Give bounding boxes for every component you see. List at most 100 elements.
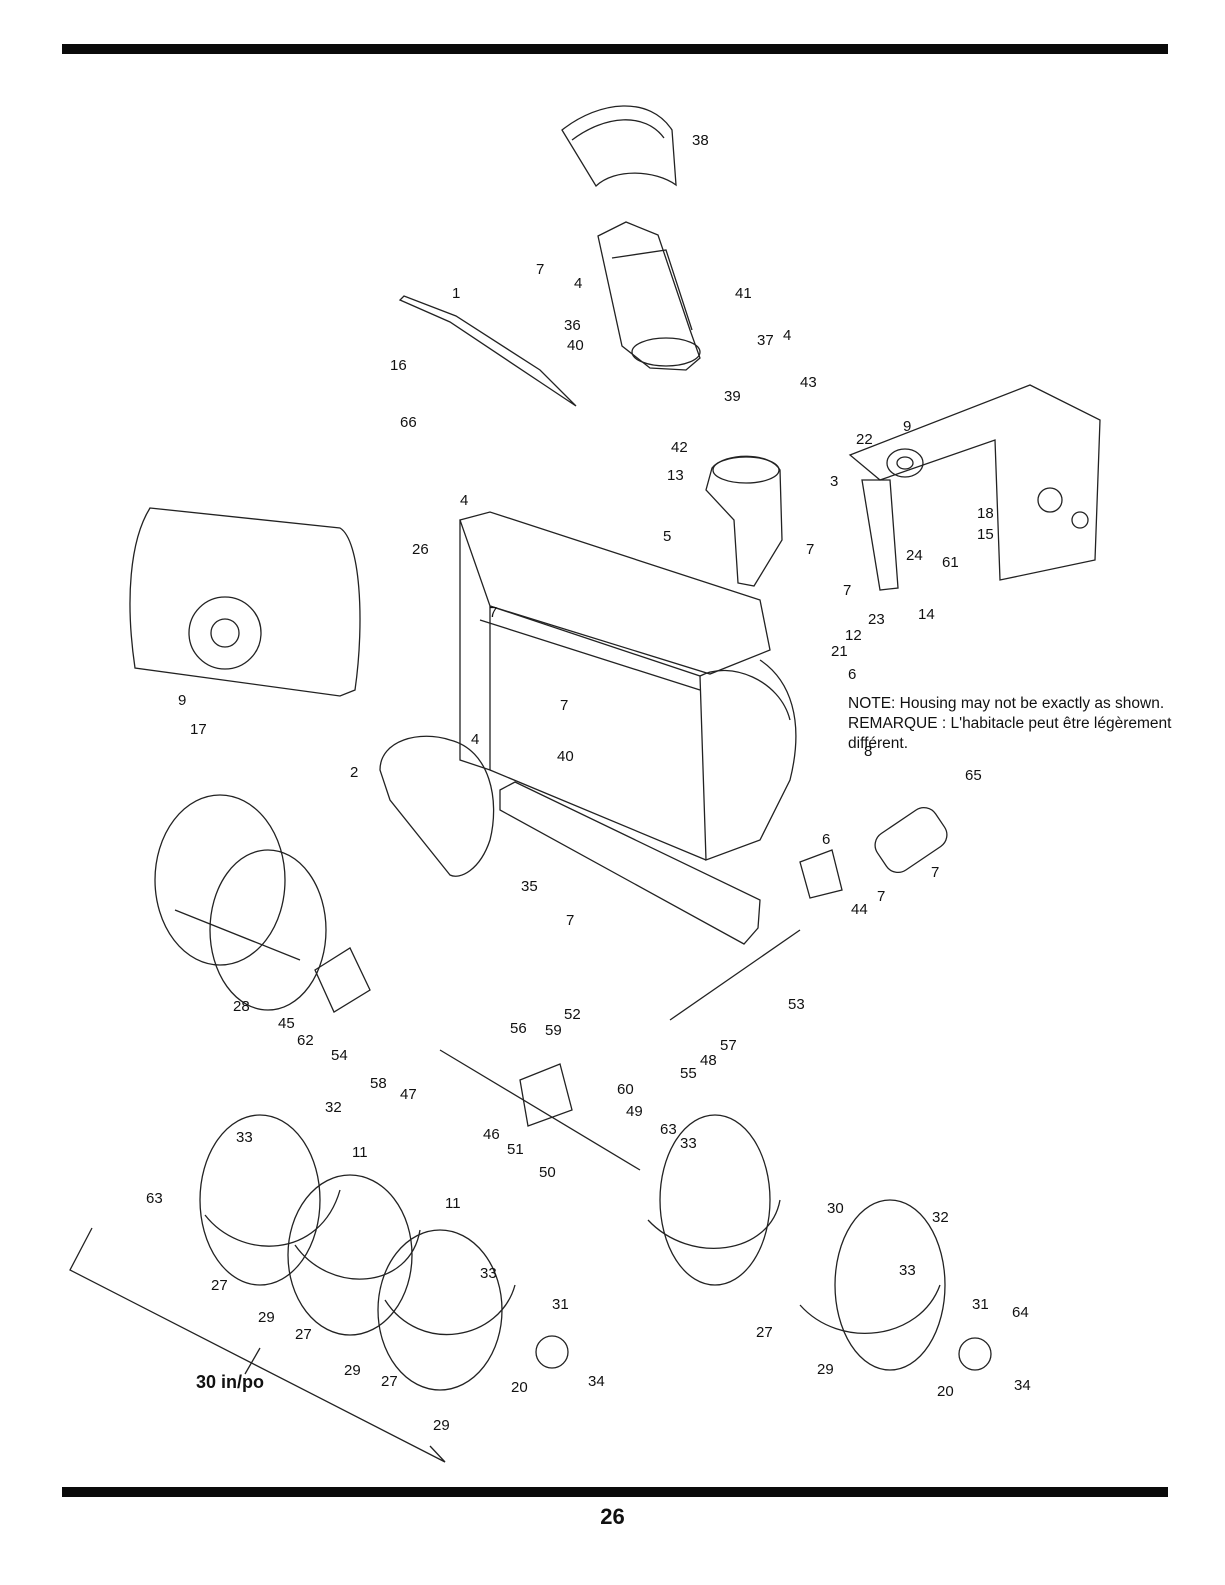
callout-24: 24 bbox=[906, 547, 923, 564]
callout-65: 65 bbox=[965, 767, 982, 784]
callout-23: 23 bbox=[868, 611, 885, 628]
callout-61: 61 bbox=[942, 554, 959, 571]
shave-plate bbox=[499, 781, 761, 945]
callout-33: 33 bbox=[236, 1129, 253, 1146]
callout-14: 14 bbox=[918, 606, 935, 623]
callout-7: 7 bbox=[566, 912, 574, 929]
callout-4: 4 bbox=[783, 327, 791, 344]
callout-41: 41 bbox=[735, 285, 752, 302]
note-english: NOTE: Housing may not be exactly as show… bbox=[848, 695, 1165, 712]
frame-plate bbox=[848, 384, 1101, 581]
top-rule bbox=[62, 44, 1168, 54]
callout-6: 6 bbox=[848, 666, 856, 683]
auger-left-stock bbox=[154, 794, 327, 1011]
callout-33: 33 bbox=[480, 1265, 497, 1282]
callout-46: 46 bbox=[483, 1126, 500, 1143]
callout-60: 60 bbox=[617, 1081, 634, 1098]
callout-7: 7 bbox=[536, 261, 544, 278]
callout-33: 33 bbox=[680, 1135, 697, 1152]
auger-flights-right bbox=[647, 1114, 946, 1371]
callout-45: 45 bbox=[278, 1015, 295, 1032]
callout-29: 29 bbox=[817, 1361, 834, 1378]
callout-5: 5 bbox=[663, 528, 671, 545]
callout-22: 22 bbox=[856, 431, 873, 448]
callout-4: 4 bbox=[574, 275, 582, 292]
callout-31: 31 bbox=[552, 1296, 569, 1313]
callout-27: 27 bbox=[211, 1277, 228, 1294]
callout-37: 37 bbox=[757, 332, 774, 349]
callout-27: 27 bbox=[756, 1324, 773, 1341]
callout-17: 17 bbox=[190, 721, 207, 738]
callout-32: 32 bbox=[325, 1099, 342, 1116]
callout-36: 36 bbox=[564, 317, 581, 334]
callout-2: 2 bbox=[350, 764, 358, 781]
gearbox bbox=[314, 947, 573, 1127]
callout-16: 16 bbox=[390, 357, 407, 374]
callout-62: 62 bbox=[297, 1032, 314, 1049]
callout-35: 35 bbox=[521, 878, 538, 895]
callout-49: 49 bbox=[626, 1103, 643, 1120]
lower-chute bbox=[705, 455, 783, 587]
callout-9: 9 bbox=[178, 692, 186, 709]
callout-7: 7 bbox=[489, 604, 497, 621]
callout-11: 11 bbox=[352, 1144, 368, 1161]
callout-59: 59 bbox=[545, 1022, 562, 1039]
callout-34: 34 bbox=[588, 1373, 605, 1390]
callout-26: 26 bbox=[412, 541, 429, 558]
callout-27: 27 bbox=[295, 1326, 312, 1343]
callout-47: 47 bbox=[400, 1086, 417, 1103]
auger-housing bbox=[459, 511, 771, 675]
callout-39: 39 bbox=[724, 388, 741, 405]
bearing-right bbox=[958, 1337, 992, 1371]
callout-66: 66 bbox=[400, 414, 417, 431]
bottom-rule bbox=[62, 1487, 1168, 1497]
callout-27: 27 bbox=[381, 1373, 398, 1390]
callout-52: 52 bbox=[564, 1006, 581, 1023]
callout-40: 40 bbox=[557, 748, 574, 765]
pulley bbox=[886, 448, 924, 478]
callout-12: 12 bbox=[845, 627, 862, 644]
callout-43: 43 bbox=[800, 374, 817, 391]
housing-note: NOTE: Housing may not be exactly as show… bbox=[848, 694, 1178, 754]
callout-7: 7 bbox=[931, 864, 939, 881]
callout-7: 7 bbox=[560, 697, 568, 714]
callout-51: 51 bbox=[507, 1141, 524, 1158]
callout-21: 21 bbox=[831, 643, 848, 660]
callout-34: 34 bbox=[1014, 1377, 1031, 1394]
callout-3: 3 bbox=[830, 473, 838, 490]
callout-50: 50 bbox=[539, 1164, 556, 1181]
note-french-line1: REMARQUE : L'habitacle peut être légèrem… bbox=[848, 715, 1172, 732]
callout-55: 55 bbox=[680, 1065, 697, 1082]
callout-7: 7 bbox=[843, 582, 851, 599]
callout-32: 32 bbox=[932, 1209, 949, 1226]
chute-deflector bbox=[561, 105, 677, 188]
callout-28: 28 bbox=[233, 998, 250, 1015]
callout-63: 63 bbox=[660, 1121, 677, 1138]
note-french-line2: différent. bbox=[848, 735, 909, 752]
callout-54: 54 bbox=[331, 1047, 348, 1064]
callout-30: 30 bbox=[827, 1200, 844, 1217]
page-number: 26 bbox=[600, 1504, 625, 1529]
callout-7: 7 bbox=[806, 541, 814, 558]
housing-rear-view bbox=[129, 507, 361, 697]
auger-shaft bbox=[439, 1049, 641, 1171]
callout-6: 6 bbox=[822, 831, 830, 848]
auger-flights-left bbox=[199, 1114, 516, 1391]
callout-58: 58 bbox=[370, 1075, 387, 1092]
skid-plate bbox=[799, 849, 843, 899]
callout-20: 20 bbox=[937, 1383, 954, 1400]
callout-57: 57 bbox=[720, 1037, 737, 1054]
callout-1: 1 bbox=[452, 285, 460, 302]
callout-56: 56 bbox=[510, 1020, 527, 1037]
callout-15: 15 bbox=[977, 526, 994, 543]
callout-29: 29 bbox=[258, 1309, 275, 1326]
callout-33: 33 bbox=[899, 1262, 916, 1279]
callout-38: 38 bbox=[692, 132, 709, 149]
callout-48: 48 bbox=[700, 1052, 717, 1069]
idler-bracket bbox=[861, 479, 899, 591]
drive-shaft bbox=[669, 929, 801, 1021]
callout-44: 44 bbox=[851, 901, 868, 918]
callout-4: 4 bbox=[471, 731, 479, 748]
impeller bbox=[379, 735, 495, 877]
